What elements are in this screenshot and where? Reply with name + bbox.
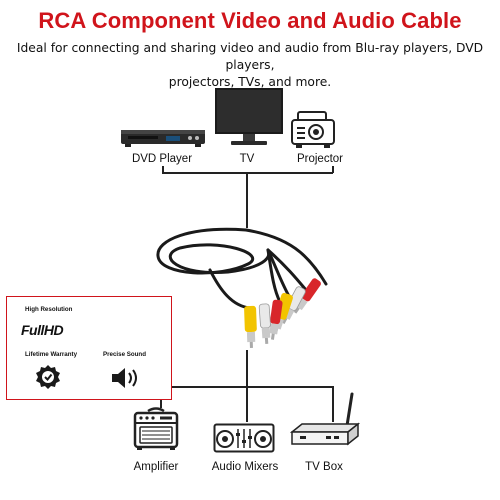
page-title: RCA Component Video and Audio Cable <box>38 8 462 33</box>
amplifier-label: Amplifier <box>133 461 179 473</box>
top-horizontal-connector <box>162 172 333 174</box>
subtitle-line-2: projectors, TVs, and more. <box>168 75 332 89</box>
tv-box-icon <box>289 392 361 446</box>
rca-cable-icon <box>156 227 328 349</box>
bottom-right-drop <box>332 386 334 422</box>
high-resolution-label: High Resolution <box>25 306 73 313</box>
tv-icon <box>215 88 283 145</box>
dvd-player-icon <box>121 130 205 147</box>
feature-box: High Resolution FullHD Lifetime Warranty… <box>6 296 172 400</box>
dvd-player-label: DVD Player <box>131 153 193 165</box>
dvd-player <box>120 126 206 152</box>
warranty-badge-icon <box>36 365 60 389</box>
tv-label: TV <box>239 153 255 165</box>
audio-mixers-label: Audio Mixers <box>211 461 279 473</box>
page-subtitle: Ideal for connecting and sharing video a… <box>10 40 490 91</box>
fullhd-logo: FullHD <box>21 322 64 338</box>
top-left-drop <box>162 166 164 173</box>
amplifier <box>132 407 180 451</box>
lifetime-warranty-label: Lifetime Warranty <box>25 351 78 358</box>
tv <box>213 86 285 152</box>
projector-label: Projector <box>296 153 344 165</box>
speaker-icon <box>112 368 137 388</box>
amplifier-icon <box>133 407 179 450</box>
top-vertical-connector <box>246 172 248 228</box>
audio-mixer <box>213 423 275 453</box>
tv-box-label: TV Box <box>305 461 343 473</box>
projector-icon <box>291 111 335 148</box>
tv-box <box>289 392 362 450</box>
precise-sound-label: Precise Sound <box>103 351 146 358</box>
audio-mixer-icon <box>213 423 275 453</box>
bottom-vertical-connector <box>246 350 248 386</box>
bottom-middle-drop <box>246 386 248 422</box>
rca-cable <box>150 220 360 360</box>
top-right-drop <box>332 166 334 173</box>
projector <box>290 110 336 150</box>
subtitle-line-1: Ideal for connecting and sharing video a… <box>16 41 484 72</box>
